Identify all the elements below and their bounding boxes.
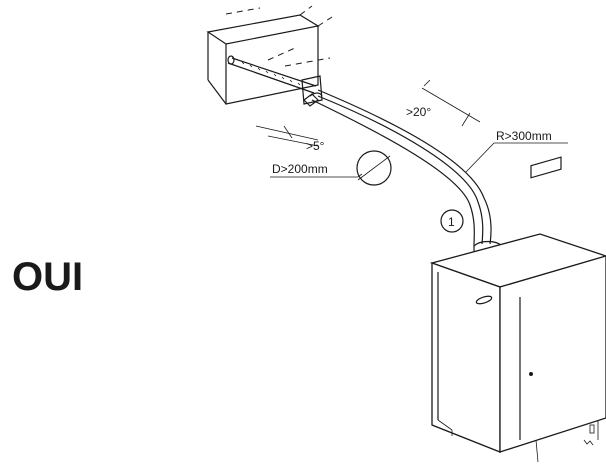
duct-flange (301, 75, 323, 105)
angle-outlet-annotation: >20° (406, 79, 481, 127)
ventilation-duct (206, 5, 333, 105)
door-handle (529, 372, 533, 376)
humidifier-unit (429, 156, 606, 463)
radius-label: R>300mm (496, 129, 552, 143)
angle-duct-label: >5° (306, 139, 325, 153)
angle-duct-annotation: >5° (255, 125, 325, 153)
angle-outlet-label: >20° (406, 105, 431, 119)
steam-hose (303, 89, 492, 247)
radius-annotation: R>300mm (465, 129, 568, 173)
callout-1-number: 1 (448, 215, 455, 229)
diameter-annotation: D>200mm (270, 150, 392, 186)
diameter-label: D>200mm (272, 162, 328, 176)
verdict-label: OUI (12, 255, 83, 299)
callout-1: 1 (440, 209, 464, 233)
